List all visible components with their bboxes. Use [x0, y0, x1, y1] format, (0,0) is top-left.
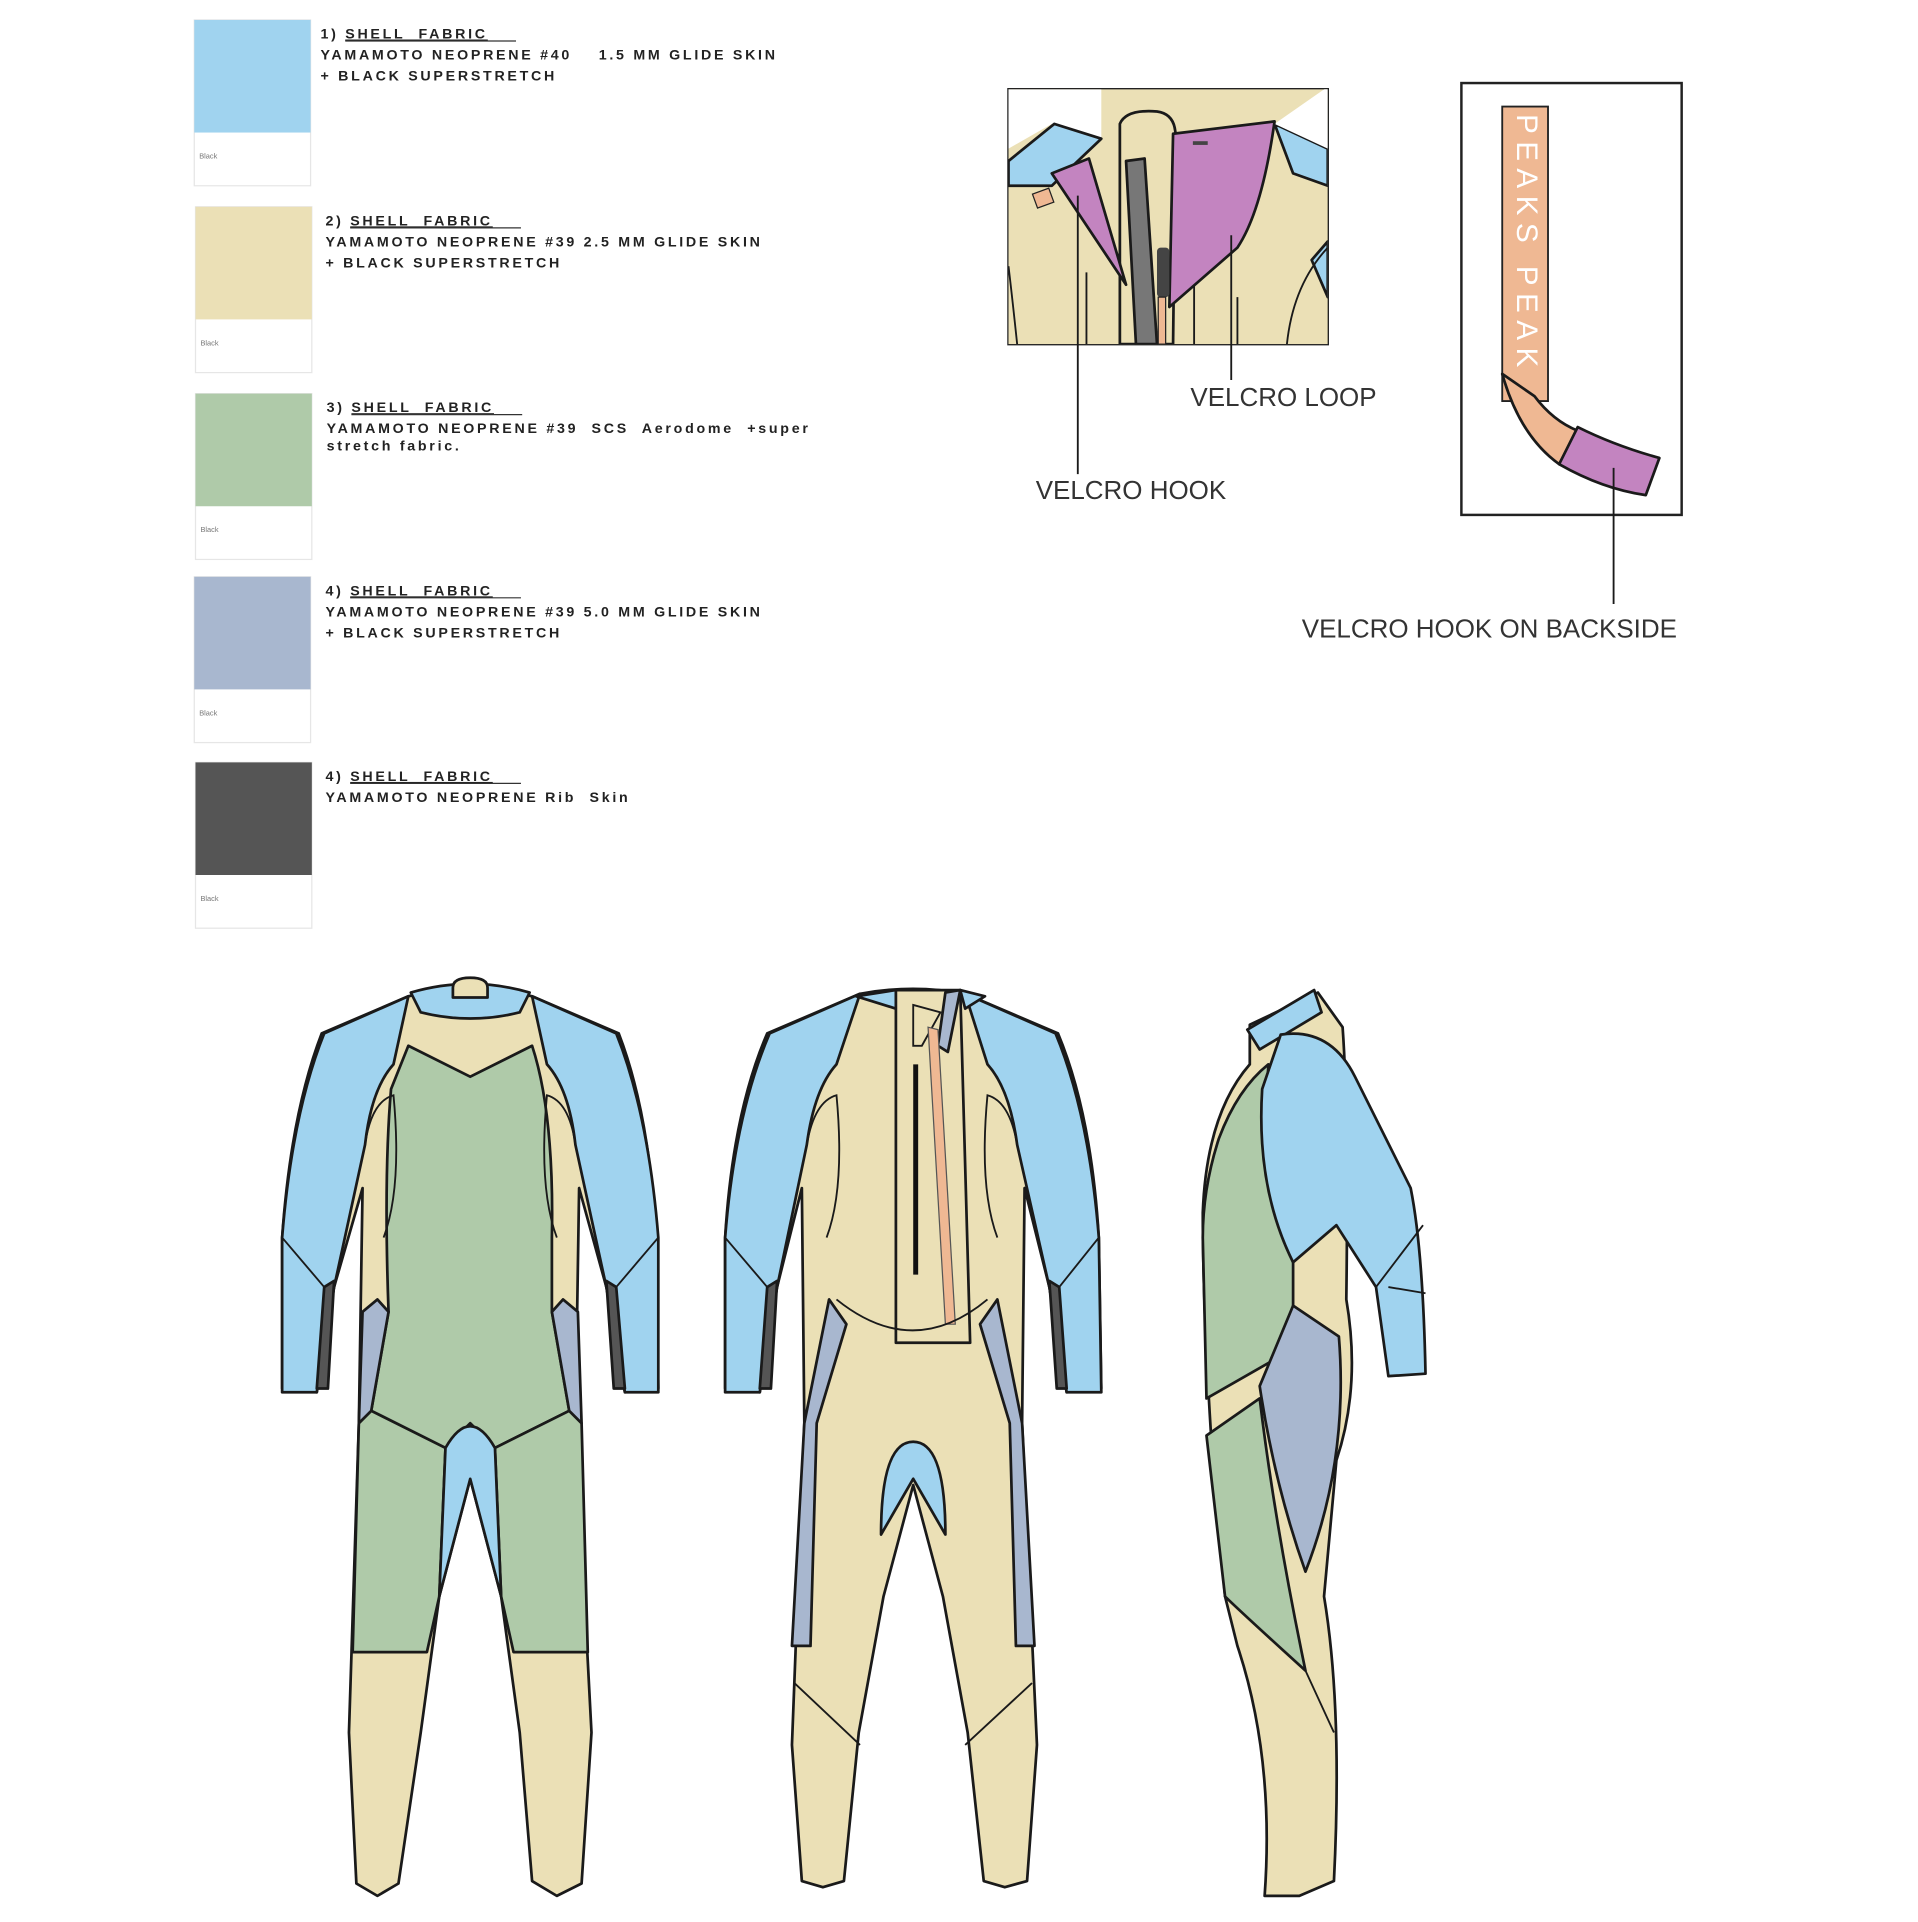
swatch-description-line1: YAMAMOTO NEOPRENE #39 2.5 MM GLIDE SKIN	[325, 234, 762, 250]
swatch-title: SHELL FABRIC	[345, 27, 488, 43]
swatch-number: 2)	[325, 213, 343, 229]
color-swatch	[195, 393, 312, 507]
swatch-sublabel: Black	[200, 894, 218, 903]
swatch-list: Black 1) SHELL FABRIC YAMAMOTO NEOPRENE #40…	[193, 19, 811, 929]
swatch-description-line2: + BLACK SUPERSTRETCH	[325, 255, 562, 271]
swatch-description-line1: YAMAMOTO NEOPRENE #39 SCS Aerodome +supe…	[327, 421, 811, 437]
swatch-title: SHELL FABRIC	[350, 583, 493, 599]
swatch-sublabel: Black	[199, 152, 217, 161]
swatch-description-line2: + BLACK SUPERSTRETCH	[320, 69, 557, 85]
swatch-sublabel: Black	[200, 525, 218, 534]
color-swatch	[194, 576, 311, 690]
swatch-row: Black 1) SHELL FABRIC YAMAMOTO NEOPRENE #40…	[193, 19, 777, 187]
color-swatch	[195, 762, 312, 875]
color-swatch	[194, 19, 311, 133]
velcro-hook-backside-label: VELCRO HOOK ON BACKSIDE	[1302, 613, 1677, 643]
swatch-row: Black 4) SHELL FABRIC YAMAMOTO NEOPRENE #39…	[193, 576, 762, 744]
strap-logo-text: PEAKS PEAK	[1510, 114, 1543, 375]
swatch-sublabel: Black	[200, 338, 218, 347]
swatch-number: 1)	[320, 27, 338, 43]
swatch-description-line1: YAMAMOTO NEOPRENE #39 5.0 MM GLIDE SKIN	[325, 604, 762, 620]
swatch-description-line2: stretch fabric.	[327, 439, 462, 455]
wetsuit-back-view	[723, 987, 1103, 1889]
swatch-title: SHELL FABRIC	[350, 213, 493, 229]
swatch-sublabel: Black	[199, 708, 217, 717]
swatch-title: SHELL FABRIC	[350, 769, 493, 785]
swatch-number: 4)	[325, 583, 343, 599]
zipper-detail: VELCRO LOOP VELCRO HOOK	[1007, 88, 1377, 505]
swatch-description-line2: + BLACK SUPERSTRETCH	[325, 625, 562, 641]
swatch-row: Black 4) SHELL FABRIC YAMAMOTO NEOPRENE Rib…	[194, 761, 630, 929]
swatch-number: 4)	[325, 769, 343, 785]
velcro-hook-label: VELCRO HOOK	[1036, 475, 1227, 505]
swatch-description-line1: YAMAMOTO NEOPRENE Rib Skin	[325, 790, 630, 806]
swatch-row: Black 3) SHELL FABRIC YAMAMOTO NEOPRENE #39…	[194, 393, 811, 561]
swatch-description-line1: YAMAMOTO NEOPRENE #40 1.5 MM GLIDE SKIN	[320, 48, 777, 64]
velcro-loop-label: VELCRO LOOP	[1190, 382, 1376, 412]
swatch-title: SHELL FABRIC	[351, 400, 494, 416]
swatch-number: 3)	[327, 400, 345, 416]
swatch-row: Black 2) SHELL FABRIC YAMAMOTO NEOPRENE #39…	[194, 206, 762, 374]
wetsuit-side-view	[1201, 988, 1427, 1898]
wetsuit-front-view	[280, 976, 660, 1898]
color-swatch	[195, 206, 312, 320]
strap-detail: PEAKS PEAK VELCRO HOOK ON BACKSIDE	[1302, 81, 1683, 643]
